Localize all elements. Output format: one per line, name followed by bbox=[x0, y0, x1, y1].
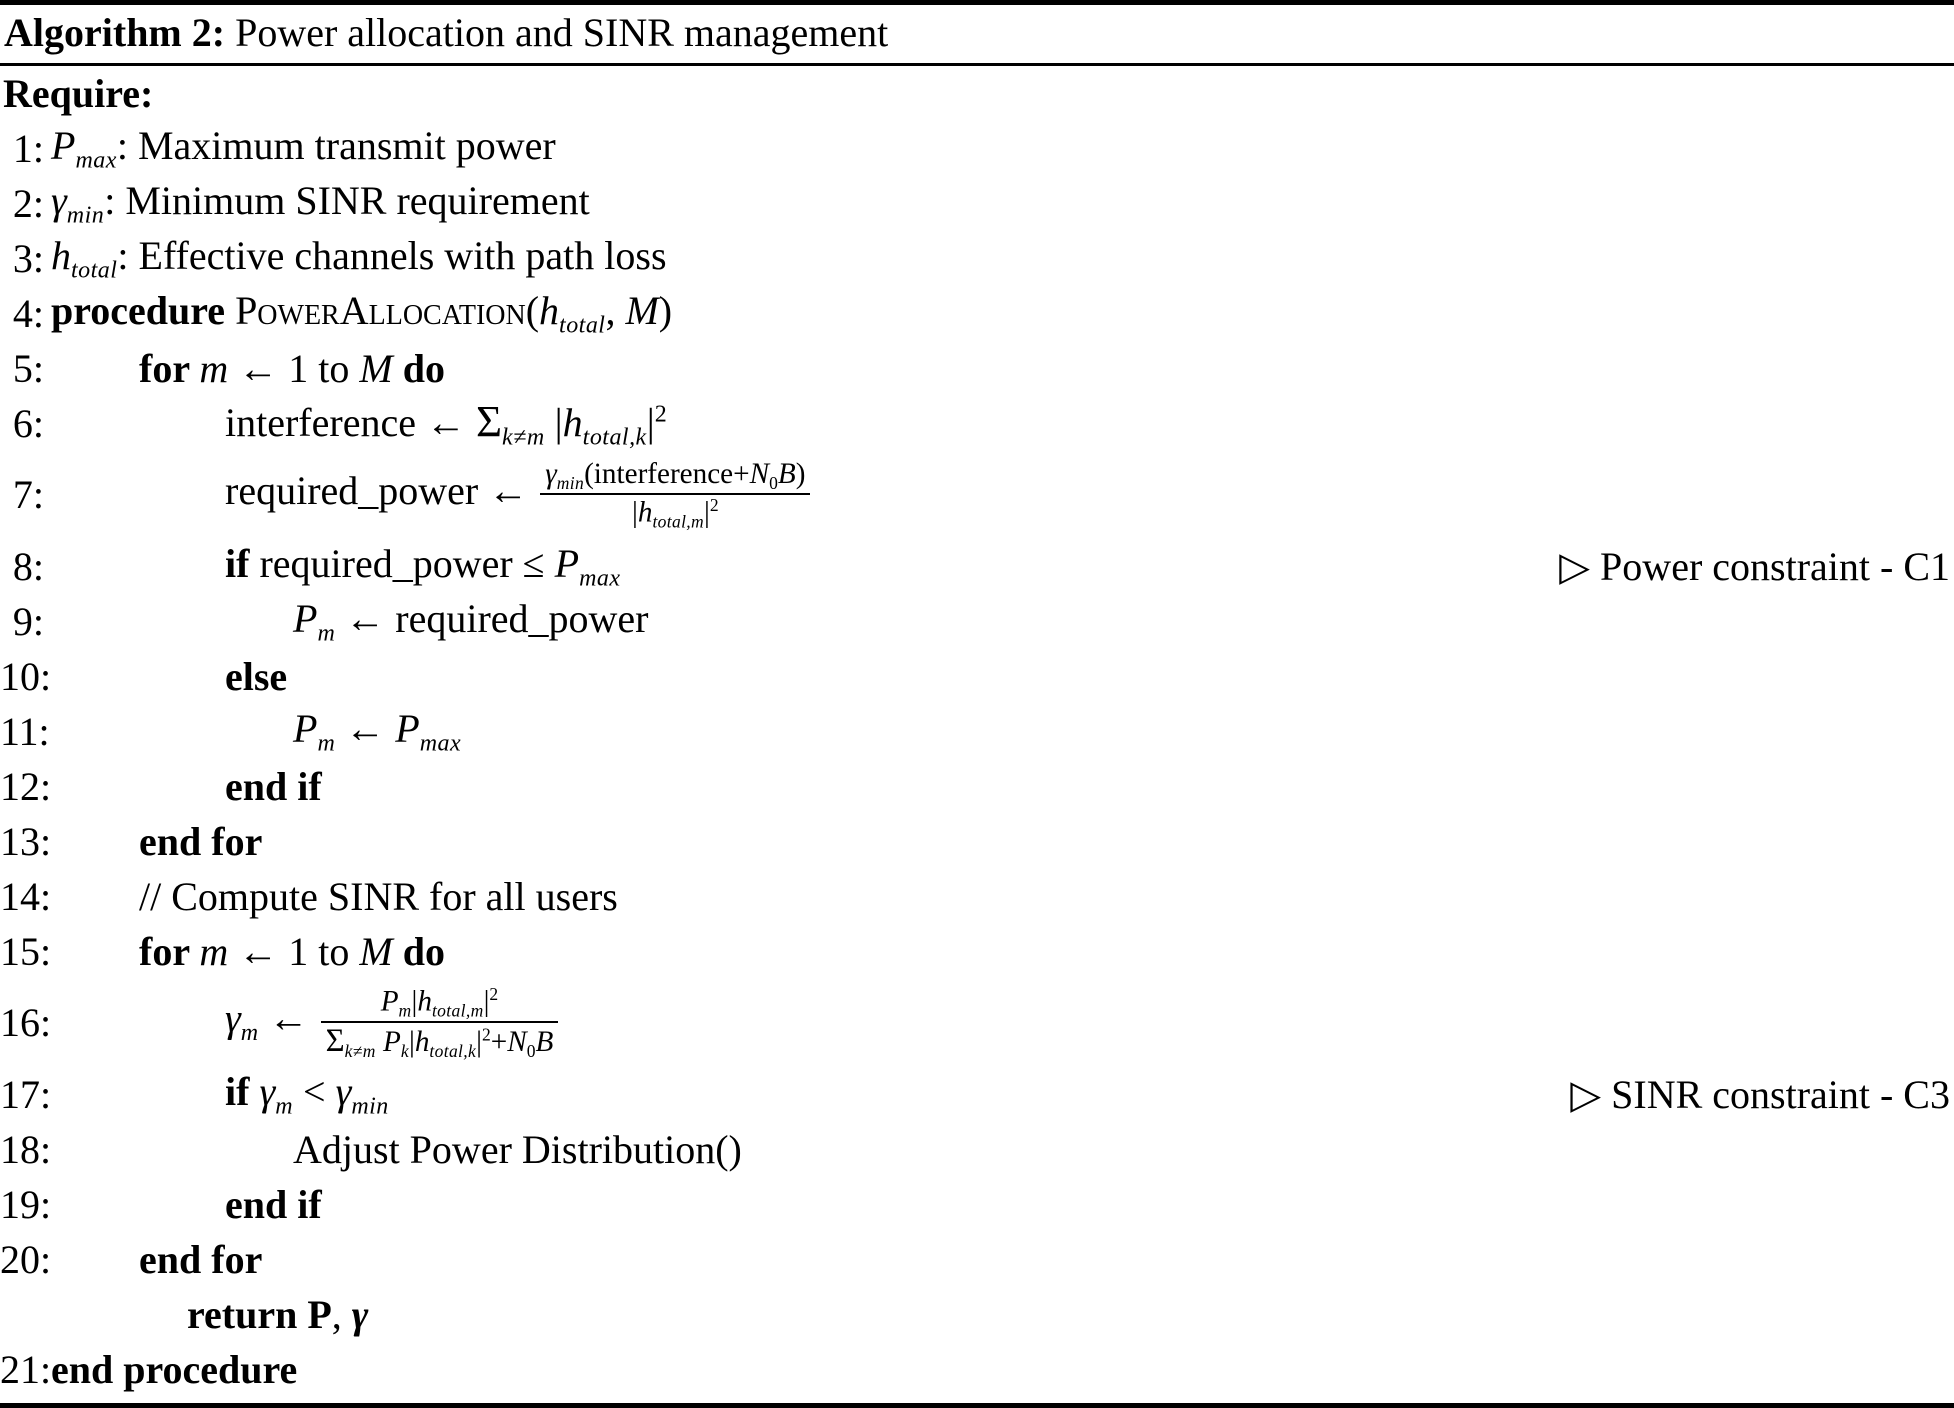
line-number: 9: bbox=[12, 598, 44, 644]
algo-line-6: 6: interference ← Σk≠m |htotal,k|2 bbox=[0, 396, 1954, 451]
line-number: 3: bbox=[12, 235, 44, 281]
line-code: // Compute SINR for all users bbox=[139, 873, 618, 919]
algo-line-5: 5: for m ← 1 to M do bbox=[0, 341, 1954, 396]
line-code: γmin: Minimum SINR requirement bbox=[51, 177, 590, 228]
line-number: 10: bbox=[0, 653, 52, 699]
line-code: end if bbox=[225, 763, 322, 809]
line-code: Pmax: Maximum transmit power bbox=[51, 122, 556, 173]
algo-line-9: 9: Pm ← required_power bbox=[0, 594, 1954, 649]
algo-line-19: 19: end if bbox=[0, 1177, 1954, 1232]
algo-line-14: 14: // Compute SINR for all users bbox=[0, 869, 1954, 924]
line-number: 18: bbox=[0, 1126, 52, 1172]
algo-line-4: 4: procedure PowerAllocation(htotal, M) bbox=[0, 286, 1954, 341]
line-number: 12: bbox=[0, 763, 52, 809]
line-number: 8: bbox=[12, 543, 44, 589]
algorithm-header: Algorithm 2: Power allocation and SINR m… bbox=[0, 5, 1954, 66]
line-number: 17: bbox=[0, 1071, 52, 1117]
line-number: 19: bbox=[0, 1181, 52, 1227]
line-code: end for bbox=[139, 1236, 263, 1282]
algorithm-title: Power allocation and SINR management bbox=[225, 10, 889, 55]
algo-line-20: 20: end for bbox=[0, 1232, 1954, 1287]
line-number: 5: bbox=[12, 345, 44, 391]
algo-line-17: 17: if γm < γmin ▷ SINR constraint - C3 bbox=[0, 1067, 1954, 1122]
fraction: γmin(interference+N0B)|htotal,m|2 bbox=[540, 458, 811, 532]
line-code: for m ← 1 to M do bbox=[139, 345, 445, 391]
line-code: end if bbox=[225, 1181, 322, 1227]
line-code: end procedure bbox=[51, 1346, 298, 1392]
algo-line-13: 13: end for bbox=[0, 814, 1954, 869]
line-number: 1: bbox=[12, 125, 44, 171]
line-number: 11: bbox=[0, 708, 50, 754]
line-code: else bbox=[225, 653, 288, 699]
algo-line-8: 8: if required_power ≤ Pmax ▷ Power cons… bbox=[0, 539, 1954, 594]
line-code: for m ← 1 to M do bbox=[139, 928, 445, 974]
line-code: Pm ← Pmax bbox=[293, 705, 462, 756]
algo-line-18: 18: Adjust Power Distribution() bbox=[0, 1122, 1954, 1177]
line-number: 2: bbox=[12, 180, 44, 226]
algorithm-label: Algorithm 2: bbox=[4, 10, 226, 55]
line-code: required_power ← γmin(interference+N0B)|… bbox=[225, 458, 812, 532]
constraint-comment: ▷ SINR constraint - C3 bbox=[1570, 1071, 1950, 1117]
line-number: 14: bbox=[0, 873, 52, 919]
algo-line-2: 2: γmin: Minimum SINR requirement bbox=[0, 176, 1954, 231]
algo-line-15: 15: for m ← 1 to M do bbox=[0, 924, 1954, 979]
line-number: 6: bbox=[12, 400, 44, 446]
line-code: procedure PowerAllocation(htotal, M) bbox=[51, 287, 673, 338]
algo-line-return: return P, γ bbox=[0, 1287, 1954, 1342]
line-code: if required_power ≤ Pmax bbox=[225, 540, 621, 591]
line-code: Adjust Power Distribution() bbox=[293, 1126, 742, 1172]
line-code: interference ← Σk≠m |htotal,k|2 bbox=[225, 395, 667, 450]
line-number: 16: bbox=[0, 1000, 52, 1045]
line-code: Pm ← required_power bbox=[293, 595, 649, 646]
algo-line-3: 3: htotal: Effective channels with path … bbox=[0, 231, 1954, 286]
algo-line-10: 10: else bbox=[0, 649, 1954, 704]
line-number: 7: bbox=[12, 472, 44, 517]
line-number: 4: bbox=[12, 290, 44, 336]
line-number: 15: bbox=[0, 928, 52, 974]
line-number: 21: bbox=[0, 1346, 52, 1392]
algo-line-1: 1: Pmax: Maximum transmit power bbox=[0, 121, 1954, 176]
line-code: end for bbox=[139, 818, 263, 864]
line-number: 20: bbox=[0, 1236, 52, 1282]
constraint-comment: ▷ Power constraint - C1 bbox=[1559, 543, 1950, 589]
line-number: 13: bbox=[0, 818, 52, 864]
algo-line-11: 11: Pm ← Pmax bbox=[0, 704, 1954, 759]
algo-line-12: 12: end if bbox=[0, 759, 1954, 814]
algo-line-7: 7: required_power ← γmin(interference+N0… bbox=[0, 451, 1954, 539]
line-code: return P, γ bbox=[187, 1291, 369, 1337]
algo-line-21: 21: end procedure bbox=[0, 1342, 1954, 1397]
require-label: Require: bbox=[3, 70, 154, 116]
line-code: htotal: Effective channels with path los… bbox=[51, 232, 667, 283]
line-code: if γm < γmin bbox=[225, 1068, 389, 1119]
